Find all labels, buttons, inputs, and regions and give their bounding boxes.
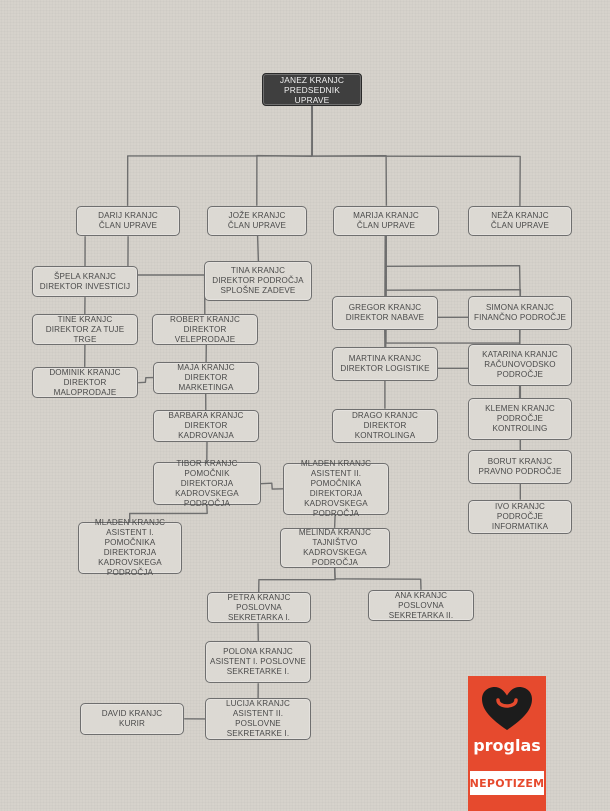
node-label: KATARINA KRANJCRAČUNOVODSKOPODROČJE (482, 350, 558, 380)
node-mladen-1: MLADEN KRANJCASISTENT I. POMOČNIKADIREKT… (78, 522, 182, 574)
node-neza: NEŽA KRANJCČLAN UPRAVE (468, 206, 572, 236)
node-spela: ŠPELA KRANJCDIREKTOR INVESTICIJ (32, 266, 138, 297)
connector-janez-neza (312, 106, 521, 206)
node-simona: SIMONA KRANJCFINANČNO PODROČJE (468, 296, 572, 330)
node-label: ROBERT KRANJCDIREKTOR VELEPRODAJE (157, 315, 253, 345)
node-label: MLADEN KRANJCASISTENT I. POMOČNIKADIREKT… (83, 518, 177, 578)
node-label: DOMINIK KRANJCDIREKTOR MALOPRODAJE (37, 368, 133, 398)
node-barbara: BARBARA KRANJCDIREKTOR KADROVANJA (153, 410, 259, 442)
node-label: LUCIJA KRANJCASISTENT II. POSLOVNESEKRET… (210, 699, 306, 739)
node-label: TINA KRANJCDIREKTOR PODROČJASPLOŠNE ZADE… (212, 266, 303, 296)
node-label: DARIJ KRANJCČLAN UPRAVE (98, 211, 158, 231)
node-label: NEŽA KRANJCČLAN UPRAVE (491, 211, 549, 231)
badge-tagline: NEPOTIZEM (470, 777, 545, 790)
heart-icon (481, 686, 533, 732)
connector-melinda-ana (335, 568, 421, 590)
node-label: JANEZ KRANJCPREDSEDNIK UPRAVE (267, 75, 357, 105)
node-drago: DRAGO KRANJCDIREKTOR KONTROLINGA (332, 409, 438, 443)
node-label: POLONA KRANJCASISTENT I. POSLOVNESEKRETA… (210, 647, 306, 677)
node-maja: MAJA KRANJCDIREKTOR MARKETINGA (153, 362, 259, 394)
node-label: MELINDA KRANJCTAJNIŠTVO KADROVSKEGAPODRO… (285, 528, 385, 568)
proglas-badge: proglas NEPOTIZEM (468, 676, 546, 811)
connector-marija-simona (386, 236, 520, 296)
node-label: GREGOR KRANJCDIREKTOR NABAVE (346, 303, 424, 323)
node-janez: JANEZ KRANJCPREDSEDNIK UPRAVE (262, 73, 362, 106)
node-label: KLEMEN KRANJCPODROČJEKONTROLING (485, 404, 555, 434)
node-robert: ROBERT KRANJCDIREKTOR VELEPRODAJE (152, 314, 258, 345)
node-label: MARTINA KRANJCDIREKTOR LOGISTIKE (340, 354, 429, 374)
node-label: PETRA KRANJCPOSLOVNA SEKRETARKA I. (212, 593, 306, 623)
node-dominik: DOMINIK KRANJCDIREKTOR MALOPRODAJE (32, 367, 138, 398)
node-label: SIMONA KRANJCFINANČNO PODROČJE (474, 303, 566, 323)
connector-joze-tina (258, 236, 259, 261)
connector-janez-joze (257, 106, 312, 206)
connector-darij-robert (128, 236, 205, 314)
node-ivo: IVO KRANJCPODROČJE INFORMATIKA (468, 500, 572, 534)
node-petra: PETRA KRANJCPOSLOVNA SEKRETARKA I. (207, 592, 311, 623)
node-tine: TINE KRANJCDIREKTOR ZA TUJE TRGE (32, 314, 138, 345)
connector-melinda-petra (259, 568, 336, 592)
node-label: BARBARA KRANJCDIREKTOR KADROVANJA (158, 411, 254, 441)
node-joze: JOŽE KRANJCČLAN UPRAVE (207, 206, 307, 236)
node-klemen: KLEMEN KRANJCPODROČJEKONTROLING (468, 398, 572, 440)
node-label: MLADEN KRANJCASISTENT II. POMOČNIKADIREK… (288, 459, 384, 519)
node-label: IVO KRANJCPODROČJE INFORMATIKA (473, 502, 567, 532)
node-martina: MARTINA KRANJCDIREKTOR LOGISTIKE (332, 347, 438, 381)
node-label: MARIJA KRANJCČLAN UPRAVE (353, 211, 419, 231)
node-borut: BORUT KRANJCPRAVNO PODROČJE (468, 450, 572, 484)
connector-tibor-mladen2 (261, 483, 283, 489)
node-label: JOŽE KRANJCČLAN UPRAVE (228, 211, 286, 231)
node-darij: DARIJ KRANJCČLAN UPRAVE (76, 206, 180, 236)
node-lucija: LUCIJA KRANJCASISTENT II. POSLOVNESEKRET… (205, 698, 311, 740)
node-polona: POLONA KRANJCASISTENT I. POSLOVNESEKRETA… (205, 641, 311, 683)
node-label: ŠPELA KRANJCDIREKTOR INVESTICIJ (40, 272, 130, 292)
connector-dominik-maja (138, 378, 153, 383)
node-mladen-2: MLADEN KRANJCASISTENT II. POMOČNIKADIREK… (283, 463, 389, 515)
node-tina: TINA KRANJCDIREKTOR PODROČJASPLOŠNE ZADE… (204, 261, 312, 301)
node-marija: MARIJA KRANJCČLAN UPRAVE (333, 206, 439, 236)
node-label: DAVID KRANJCKURIR (102, 709, 163, 729)
node-david: DAVID KRANJCKURIR (80, 703, 184, 735)
node-ana: ANA KRANJCPOSLOVNA SEKRETARKA II. (368, 590, 474, 621)
node-label: DRAGO KRANJCDIREKTOR KONTROLINGA (337, 411, 433, 441)
node-label: ANA KRANJCPOSLOVNA SEKRETARKA II. (373, 591, 469, 621)
node-label: BORUT KRANJCPRAVNO PODROČJE (478, 457, 561, 477)
node-tibor: TIBOR KRANJCPOMOČNIK DIREKTORJAKADROVSKE… (153, 462, 261, 505)
node-label: TINE KRANJCDIREKTOR ZA TUJE TRGE (37, 315, 133, 345)
node-katarina: KATARINA KRANJCRAČUNOVODSKOPODROČJE (468, 344, 572, 386)
node-gregor: GREGOR KRANJCDIREKTOR NABAVE (332, 296, 438, 330)
badge-brand: proglas (468, 736, 546, 755)
node-label: MAJA KRANJCDIREKTOR MARKETINGA (158, 363, 254, 393)
node-melinda: MELINDA KRANJCTAJNIŠTVO KADROVSKEGAPODRO… (280, 528, 390, 568)
node-label: TIBOR KRANJCPOMOČNIK DIREKTORJAKADROVSKE… (158, 459, 256, 509)
badge-tag-bar: NEPOTIZEM (470, 771, 544, 795)
